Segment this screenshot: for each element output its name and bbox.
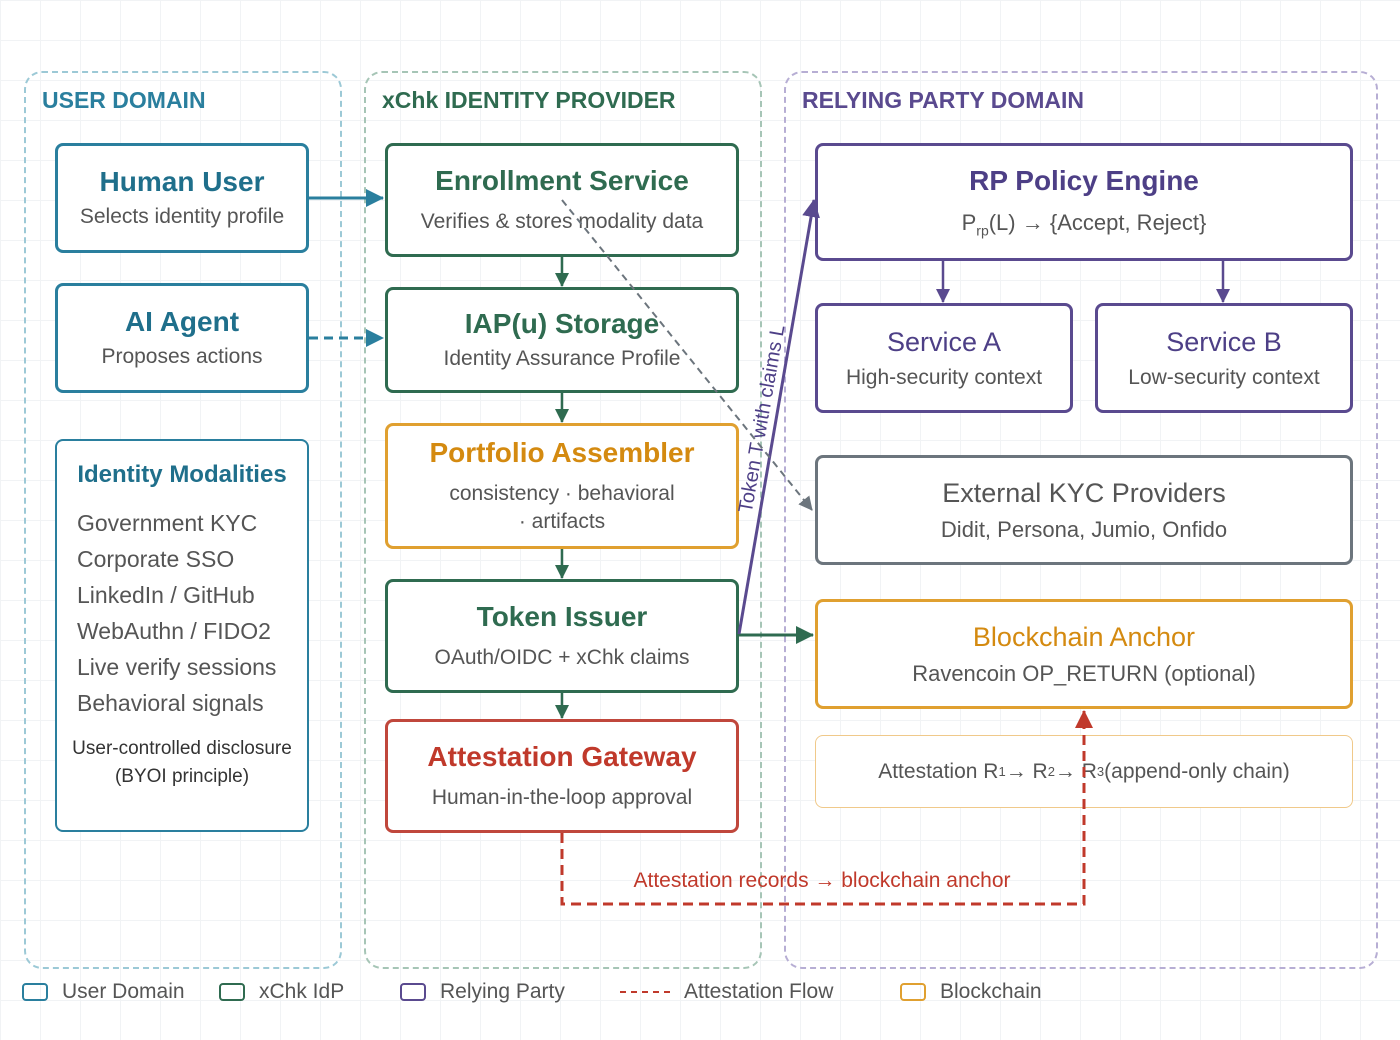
legend-swatch-user: [22, 983, 48, 1001]
enrollment-service-title: Enrollment Service: [435, 165, 689, 197]
portfolio-assembler-node[interactable]: Portfolio Assembler consistency · behavi…: [385, 423, 739, 549]
identity-modalities-title: Identity Modalities: [77, 461, 287, 488]
enrollment-service-subtitle: Verifies & stores modality data: [420, 209, 704, 233]
attestation-edge-label: Attestation records → blockchain anchor: [633, 869, 1010, 892]
legend-label-attestation: Attestation Flow: [684, 980, 834, 1003]
rp-policy-formula: Prp(L) → {Accept, Reject}: [962, 208, 1207, 240]
chain-sub-3: 3: [1096, 764, 1105, 779]
ai-agent-subtitle: Proposes actions: [101, 344, 263, 368]
chain-arrow-1: → R: [1005, 759, 1048, 783]
formula-rest: (L) → {Accept, Reject}: [988, 209, 1207, 235]
legend-label-rp: Relying Party: [440, 980, 565, 1003]
legend-swatch-blockchain: [900, 983, 926, 1001]
list-item: WebAuthn / FIDO2: [77, 618, 271, 644]
idp-domain: xChk IDENTITY PROVIDER: [364, 71, 762, 969]
chain-sub-2: 2: [1047, 764, 1055, 779]
list-item: Behavioral signals: [77, 690, 264, 716]
human-user-subtitle: Selects identity profile: [79, 204, 285, 228]
chain-prefix: Attestation R: [878, 759, 999, 783]
token-issuer-title: Token Issuer: [476, 601, 648, 633]
portfolio-assembler-title: Portfolio Assembler: [429, 437, 695, 469]
user-domain: USER DOMAIN: [24, 71, 342, 969]
disclosure-note: User-controlled disclosure (BYOI princip…: [57, 735, 307, 791]
list-item: Government KYC: [77, 510, 258, 536]
iap-storage-subtitle: Identity Assurance Profile: [443, 346, 681, 370]
portfolio-subtitle-line1: consistency · behavioral: [449, 481, 675, 505]
rp-domain: RELYING PARTY DOMAIN: [784, 71, 1378, 969]
legend-item-relying-party: Relying Party: [400, 980, 565, 1004]
iap-storage-node[interactable]: IAP(u) Storage Identity Assurance Profil…: [385, 287, 739, 393]
edge-attestation-flow: [560, 710, 1093, 906]
ai-agent-title: AI Agent: [124, 306, 240, 338]
user-domain-title: USER DOMAIN: [42, 87, 206, 113]
disclosure-note-line2: (BYOI principle): [114, 766, 250, 787]
chain-arrow-2: → R: [1054, 759, 1097, 783]
blockchain-anchor-subtitle: Ravencoin OP_RETURN (optional): [912, 661, 1256, 687]
disclosure-note-line1: User-controlled disclosure: [72, 738, 292, 759]
service-b-subtitle: Low-security context: [1128, 366, 1320, 390]
legend-swatch-idp: [219, 983, 245, 1001]
rp-policy-engine-title: RP Policy Engine: [969, 165, 1199, 197]
list-item: LinkedIn / GitHub: [77, 582, 255, 608]
human-user-title: Human User: [99, 166, 265, 198]
edge-token-to-policy: [737, 199, 820, 635]
legend-item-idp: xChk IdP: [219, 980, 344, 1004]
service-b-title: Service B: [1166, 326, 1282, 357]
blockchain-anchor-title: Blockchain Anchor: [972, 621, 1196, 652]
legend-swatch-rp: [400, 983, 426, 1001]
rp-policy-engine-node[interactable]: RP Policy Engine Prp(L) → {Accept, Rejec…: [815, 143, 1353, 261]
external-kyc-title: External KYC Providers: [942, 477, 1226, 508]
formula-p: P: [961, 209, 977, 235]
legend-label-blockchain: Blockchain: [940, 980, 1042, 1003]
list-item: Live verify sessions: [77, 654, 277, 680]
iap-storage-title: IAP(u) Storage: [464, 308, 660, 340]
token-edge-label: Token T with claims L: [735, 323, 790, 514]
chain-suffix: (append-only chain): [1104, 759, 1290, 783]
service-a-node[interactable]: Service A High-security context: [815, 303, 1073, 413]
modalities-list: Government KYC Corporate SSO LinkedIn / …: [77, 505, 276, 721]
formula-sub: rp: [976, 222, 989, 239]
service-a-subtitle: High-security context: [845, 366, 1043, 390]
service-a-title: Service A: [886, 326, 1002, 357]
list-item: Corporate SSO: [77, 546, 235, 572]
legend-item-blockchain: Blockchain: [900, 980, 1042, 1004]
legend-swatch-attestation: [620, 991, 670, 993]
portfolio-assembler-subtitle: consistency · behavioral · artifacts: [449, 480, 674, 536]
token-issuer-subtitle: OAuth/OIDC + xChk claims: [434, 645, 690, 669]
edge-enrollment-to-kyc: [561, 199, 813, 511]
portfolio-subtitle-line2: · artifacts: [518, 509, 606, 533]
blockchain-anchor-node[interactable]: Blockchain Anchor Ravencoin OP_RETURN (o…: [815, 599, 1353, 709]
attestation-gateway-title: Attestation Gateway: [427, 741, 697, 773]
idp-domain-title: xChk IDENTITY PROVIDER: [382, 87, 676, 113]
attestation-gateway-subtitle: Human-in-the-loop approval: [431, 785, 693, 809]
legend-label-idp: xChk IdP: [259, 980, 345, 1003]
rp-domain-title: RELYING PARTY DOMAIN: [802, 87, 1084, 113]
service-b-node[interactable]: Service B Low-security context: [1095, 303, 1353, 413]
legend-label-user: User Domain: [62, 980, 185, 1003]
attestation-gateway-node[interactable]: Attestation Gateway Human-in-the-loop ap…: [385, 719, 739, 833]
external-kyc-subtitle: Didit, Persona, Jumio, Onfido: [940, 517, 1228, 543]
token-issuer-node[interactable]: Token Issuer OAuth/OIDC + xChk claims: [385, 579, 739, 693]
ai-agent-node[interactable]: AI Agent Proposes actions: [55, 283, 309, 393]
chain-sub-1: 1: [998, 764, 1006, 779]
legend-item-attestation-flow: Attestation Flow: [620, 980, 833, 1004]
identity-modalities-panel: Identity Modalities Government KYC Corpo…: [55, 439, 309, 832]
external-kyc-node[interactable]: External KYC Providers Didit, Persona, J…: [815, 455, 1353, 565]
legend-item-user-domain: User Domain: [22, 980, 185, 1004]
human-user-node[interactable]: Human User Selects identity profile: [55, 143, 309, 253]
